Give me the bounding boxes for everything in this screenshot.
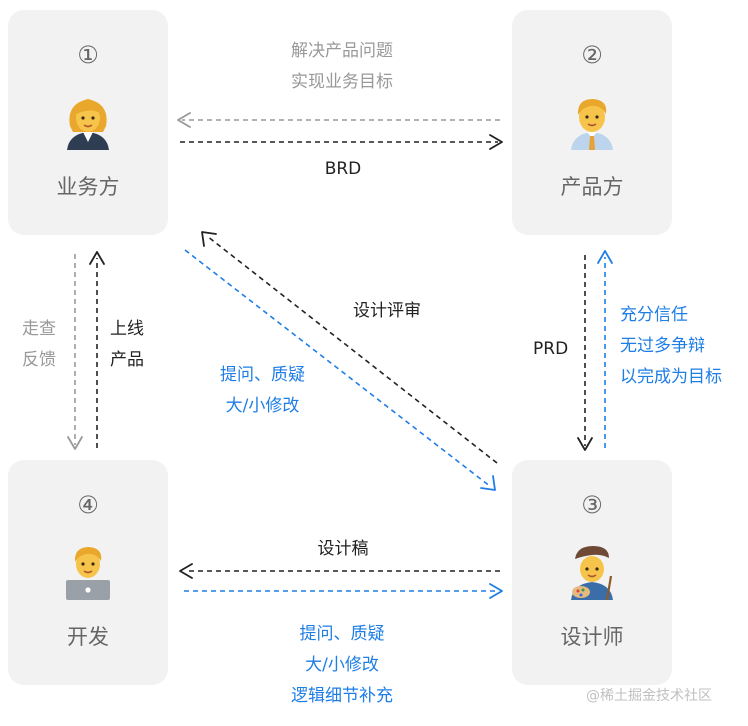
node-designer: ③ 设计师	[512, 460, 672, 685]
arrowhead	[489, 134, 503, 150]
node-name: 设计师	[560, 625, 624, 649]
arrowhead	[577, 437, 593, 451]
label-full-trust: 充分信任 无过多争辩 以完成为目标	[620, 305, 722, 387]
arrowhead	[489, 583, 503, 599]
artist-icon	[571, 546, 613, 600]
arrowhead	[89, 251, 105, 265]
technologist-icon	[66, 547, 110, 600]
arrowhead	[480, 475, 496, 491]
arrowhead	[201, 231, 217, 247]
arrowhead	[177, 112, 191, 128]
node-number: ④	[77, 491, 99, 519]
label-brd: BRD	[324, 159, 362, 179]
label-walkthrough-feedback: 走查 反馈	[22, 319, 56, 370]
label-solve-problems: 解决产品问题 实现业务目标	[291, 41, 393, 92]
node-number: ②	[581, 41, 603, 69]
node-number: ③	[581, 491, 603, 519]
node-product: ② 产品方	[512, 10, 672, 235]
label-design-review: 设计评审	[353, 301, 421, 321]
label-launch-product: 上线 产品	[110, 319, 144, 370]
arrow-designer-to-business	[206, 235, 498, 464]
label-prd: PRD	[533, 339, 569, 359]
arrowhead	[597, 250, 613, 264]
node-name: 产品方	[560, 175, 624, 199]
arrowhead	[179, 563, 193, 579]
arrow-business-to-designer	[184, 249, 492, 488]
watermark: @稀土掘金技术社区	[586, 688, 712, 704]
node-name: 开发	[67, 625, 109, 649]
label-design-draft: 设计稿	[317, 539, 369, 559]
businesswoman-icon	[67, 99, 109, 150]
node-name: 业务方	[56, 175, 120, 199]
arrowhead	[67, 436, 83, 450]
node-dev: ④ 开发	[8, 460, 168, 685]
label-dev-feedback: 提问、质疑 大/小修改 逻辑细节补充	[291, 624, 393, 706]
office-worker-icon	[571, 99, 613, 150]
label-question-modify: 提问、质疑 大/小修改	[220, 365, 305, 416]
node-business: ① 业务方	[8, 10, 168, 235]
node-number: ①	[77, 41, 99, 69]
